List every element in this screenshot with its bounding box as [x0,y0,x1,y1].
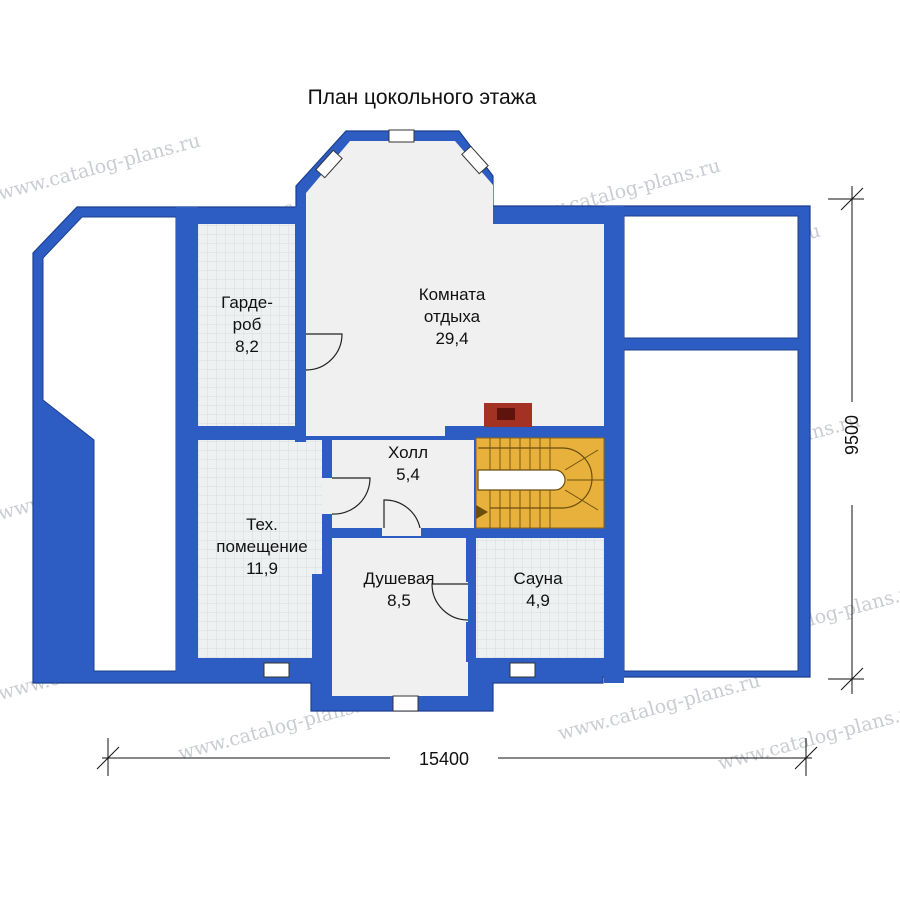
watermark-text: www.catalog-plans.ru [716,700,900,775]
room-lounge [306,141,604,436]
tech-name-line2: помещение [216,537,307,556]
doors [305,333,469,621]
plan-title: План цокольного этажа [307,86,537,109]
room-tech [198,440,322,658]
lounge-name-line2: отдыха [424,307,481,326]
room-sauna [476,538,604,658]
wardrobe-area: 8,2 [235,337,259,356]
hall-name: Холл [388,443,428,462]
sauna-area: 4,9 [526,591,550,610]
interior-walls [176,206,624,684]
tech-name-line1: Тех. [246,515,278,534]
right-bottom-space [623,349,799,672]
height-dimension: 9500 [842,415,862,455]
lounge-name-line1: Комната [419,285,486,304]
lounge-area: 29,4 [435,329,468,348]
sauna-name: Сауна [513,569,563,588]
right-top-space [623,215,799,339]
wardrobe-name-line2: роб [233,315,262,334]
staircase [475,437,605,529]
width-dimension: 15400 [419,749,469,769]
shower-area: 8,5 [387,591,411,610]
hall-area: 5,4 [396,465,420,484]
wardrobe-name-line1: Гарде- [221,293,273,312]
room-hall [322,440,474,536]
windows [263,129,536,712]
shower-name: Душевая [364,569,435,588]
watermark-text: www.catalog-plans.ru [0,130,203,205]
room-wardrobe [198,224,295,426]
dimension-lines [96,186,864,776]
room-shower [332,538,468,696]
left-terrace [42,216,177,672]
chimney [484,403,532,427]
tech-area: 11,9 [246,559,278,578]
